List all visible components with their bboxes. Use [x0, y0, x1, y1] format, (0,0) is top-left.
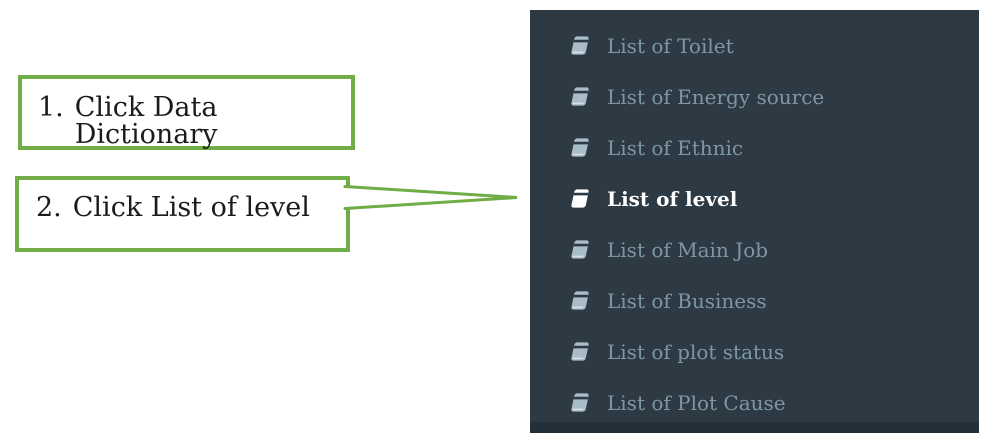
sidebar-item-list-of-plot-status[interactable]: List of plot status — [530, 326, 979, 377]
sidebar-item-label: List of Main Job — [607, 237, 769, 262]
sidebar-item-label: List of Energy source — [607, 84, 825, 109]
sidebar-item-label: List of Business — [607, 288, 767, 313]
annotation-step-2-number: 2. — [36, 192, 62, 223]
sidebar-item-list-of-toilet[interactable]: List of Toilet — [530, 20, 979, 71]
sidebar-bottom-strip — [530, 422, 979, 433]
annotation-step-1-number: 1. — [38, 92, 64, 123]
sidebar-item-label: List of level — [607, 186, 738, 211]
sidebar-menu: List of Toilet List of Energy source Lis… — [530, 10, 979, 433]
sidebar-item-list-of-plot-cause[interactable]: List of Plot Cause — [530, 377, 979, 428]
book-icon — [570, 289, 593, 312]
sidebar-item-list-of-main-job[interactable]: List of Main Job — [530, 224, 979, 275]
annotation-step-2: 2. Click List of level — [15, 176, 350, 252]
book-icon — [570, 391, 593, 414]
annotation-step-1-text: Click Data Dictionary — [74, 92, 218, 150]
book-icon — [570, 340, 593, 363]
sidebar-item-label: List of plot status — [607, 339, 785, 364]
sidebar-item-list-of-ethnic[interactable]: List of Ethnic — [530, 122, 979, 173]
sidebar-item-list-of-business[interactable]: List of Business — [530, 275, 979, 326]
sidebar-item-label: List of Toilet — [607, 33, 734, 58]
book-icon — [570, 85, 593, 108]
sidebar-item-label: List of Plot Cause — [607, 390, 786, 415]
sidebar-item-label: List of Ethnic — [607, 135, 744, 160]
annotation-step-2-text: Click List of level — [72, 192, 310, 223]
annotation-step-1: 1. Click Data Dictionary — [18, 75, 355, 150]
book-icon — [570, 136, 593, 159]
sidebar-item-list-of-level[interactable]: List of level — [530, 173, 979, 224]
sidebar-item-list-of-energy-source[interactable]: List of Energy source — [530, 71, 979, 122]
book-icon — [570, 34, 593, 57]
book-icon — [570, 238, 593, 261]
book-icon — [570, 187, 593, 210]
